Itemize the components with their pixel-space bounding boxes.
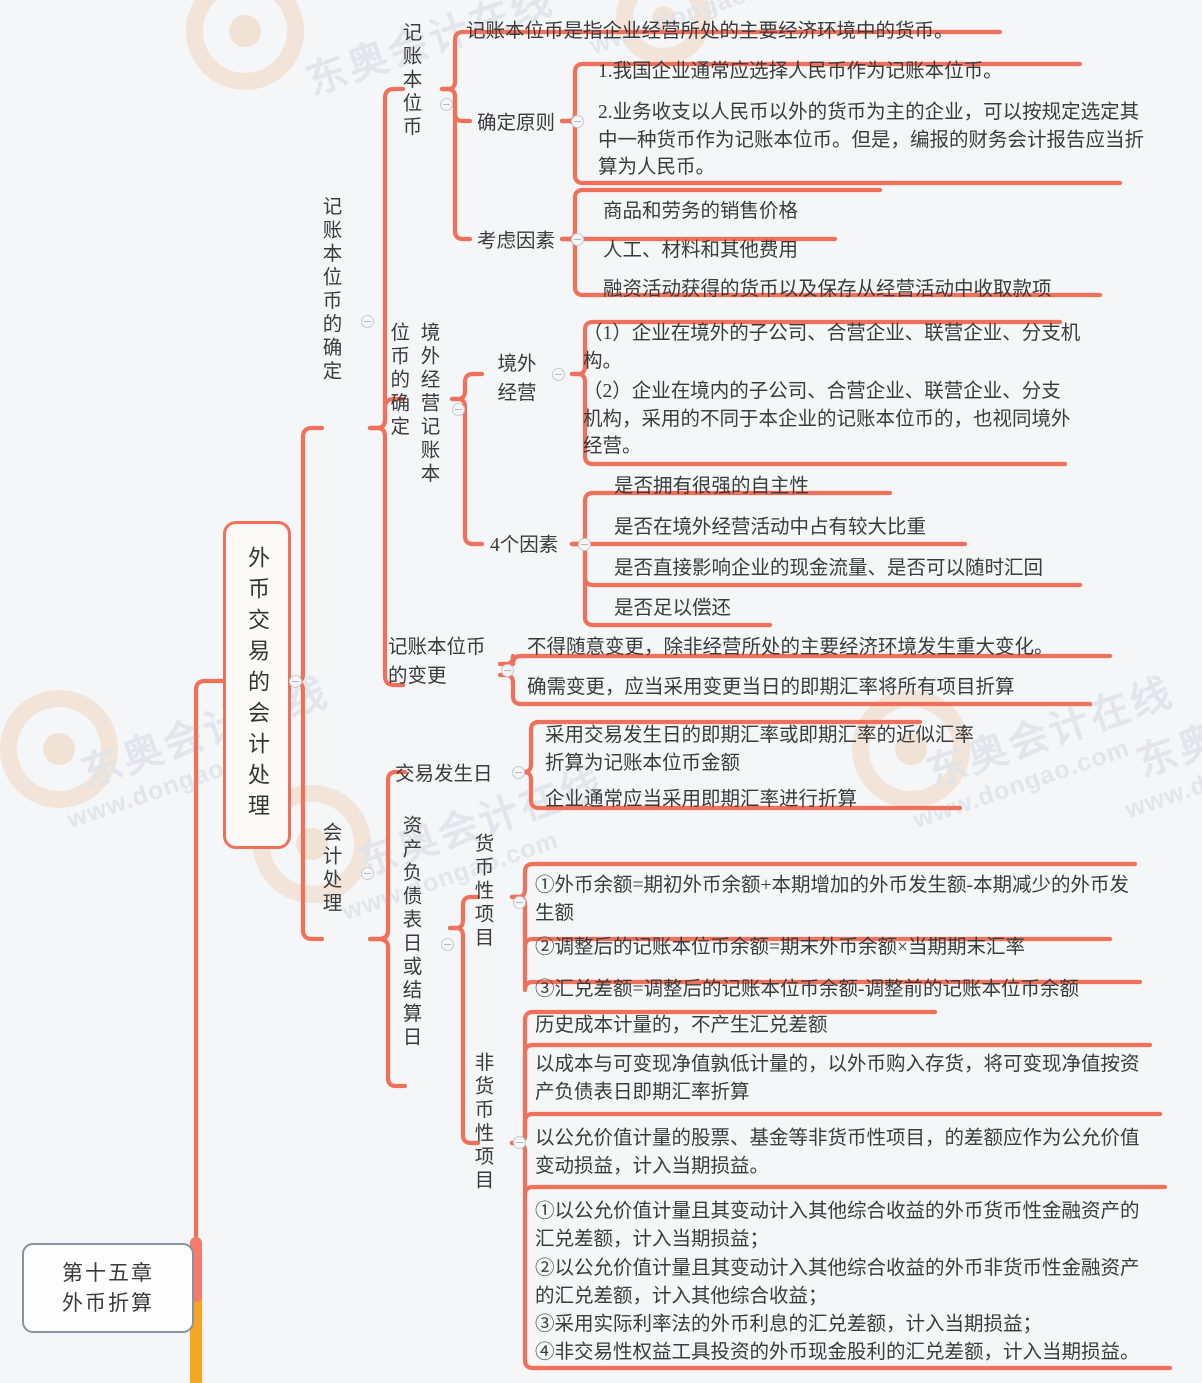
collapse-toggle-accounting[interactable]	[361, 867, 374, 880]
leaf-change-2[interactable]: 确需变更，应当采用变更当日的即期汇率将所有项目折算	[527, 677, 1015, 698]
central-topic-label: 外币交易的会计处理	[245, 545, 270, 825]
leaf-non-monetary-1[interactable]: 历史成本计量的，不产生汇兑差额	[535, 1015, 828, 1036]
leaf-overseas-1[interactable]: （1）企业在境外的子公司、合营企业、联营企业、分支机构。	[583, 323, 1081, 372]
dongao-ring-logo-icon	[186, 0, 304, 90]
collapse-toggle-principles[interactable]	[571, 115, 584, 128]
node-overseas-functional-currency[interactable]: 境外经营记账本位币的确定	[386, 322, 438, 487]
collapse-toggle-balance-sheet-date[interactable]	[441, 938, 454, 951]
leaf-transaction-2[interactable]: 企业通常应当采用即期汇率进行折算	[545, 789, 858, 810]
leaf-non-monetary-4[interactable]: ①以公允价值计量且其变动计入其他综合收益的外币货币性金融资产的汇兑差额，计入当期…	[535, 1201, 1140, 1364]
leaf-functional-currency-definition[interactable]: 记账本位币是指企业经营所处的主要经济环境中的货币。	[466, 21, 954, 42]
collapse-toggle-determination[interactable]	[361, 315, 374, 328]
node-balance-sheet-date[interactable]: 资产负债表日或结算日	[399, 815, 420, 1050]
collapse-toggle-four-factors[interactable]	[578, 538, 591, 551]
node-determination-principles[interactable]: 确定原则	[476, 113, 555, 134]
root-chapter-label: 第十五章 外币折算	[62, 1260, 154, 1315]
leaf-monetary-1[interactable]: ①外币余额=期初外币余额+本期增加的外币发生额-本期减少的外币发生额	[535, 875, 1129, 924]
collapse-toggle-central[interactable]	[289, 675, 302, 688]
node-accounting-treatment[interactable]: 会计处理	[319, 822, 340, 916]
central-topic-node[interactable]: 外币交易的会计处理	[223, 521, 291, 849]
node-monetary-items[interactable]: 货币性项目	[471, 833, 492, 951]
collapse-toggle-overseas-functional-currency[interactable]	[452, 403, 465, 416]
leaf-monetary-2[interactable]: ②调整后的记账本位币余额=期末外币余额×当期期末汇率	[535, 937, 1025, 958]
leaf-monetary-3[interactable]: ③汇兑差额=调整后的记账本位币余额-调整前的记账本位币余额	[535, 979, 1079, 1000]
leaf-factor-1[interactable]: 商品和劳务的销售价格	[603, 201, 799, 222]
leaf-factor-3[interactable]: 融资活动获得的货币以及保存从经营活动中收取款项	[603, 279, 1052, 300]
leaf-principle-1[interactable]: 1.我国企业通常应选择人民币作为记账本位币。	[598, 61, 1003, 82]
leaf-four-factor-3[interactable]: 是否直接影响企业的现金流量、是否可以随时汇回	[614, 558, 1044, 579]
collapse-toggle-transaction-date[interactable]	[512, 766, 525, 779]
watermark-brand: 东奥会计在线	[301, 0, 560, 104]
leaf-four-factor-2[interactable]: 是否在境外经营活动中占有较大比重	[614, 517, 927, 538]
root-chapter-node[interactable]: 第十五章 外币折算	[22, 1243, 194, 1333]
node-functional-currency[interactable]: 记账本位币	[399, 22, 420, 140]
leaf-four-factor-1[interactable]: 是否拥有很强的自主性	[614, 476, 810, 497]
node-overseas-operation[interactable]: 境外 经营	[497, 354, 537, 405]
leaf-overseas-2[interactable]: （2）企业在境内的子公司、合营企业、联营企业、分支机构，采用的不同于本企业的记账…	[583, 381, 1071, 458]
leaf-change-1[interactable]: 不得随意变更，除非经营所处的主要经济环境发生重大变化。	[527, 637, 1054, 658]
collapse-toggle-overseas-operation[interactable]	[552, 368, 565, 381]
leaf-four-factor-4[interactable]: 是否足以偿还	[614, 598, 732, 619]
collapse-toggle-monetary-items[interactable]	[513, 896, 526, 909]
watermark-brand: 东奥会计在线	[1131, 659, 1202, 786]
collapse-toggle-change-of-functional-currency[interactable]	[501, 664, 514, 677]
leaf-non-monetary-2[interactable]: 以成本与可变现净值孰低计量的，以外币购入存货，将可变现净值按资产负债表日即期汇率…	[535, 1054, 1140, 1103]
leaf-factor-2[interactable]: 人工、材料和其他费用	[603, 240, 799, 261]
node-considered-factors[interactable]: 考虑因素	[476, 231, 555, 252]
collapse-toggle-functional-currency[interactable]	[440, 98, 453, 111]
dongao-ring-logo-icon	[0, 690, 118, 808]
node-four-factors[interactable]: 4个因素	[490, 535, 559, 556]
collapse-toggle-factors[interactable]	[571, 233, 584, 246]
node-change-of-functional-currency[interactable]: 记账本位币的变更	[388, 637, 486, 688]
leaf-principle-2[interactable]: 2.业务收支以人民币以外的货币为主的企业，可以按规定选定其中一种货币作为记账本位…	[598, 102, 1145, 179]
leaf-non-monetary-3[interactable]: 以公允价值计量的股票、基金等非货币性项目，的差额应作为公允价值变动损益，计入当期…	[535, 1128, 1140, 1177]
node-determination-of-functional-currency[interactable]: 记账本位币的确定	[319, 196, 340, 384]
node-transaction-date[interactable]: 交易发生日	[395, 764, 493, 785]
collapse-toggle-non-monetary-items[interactable]	[513, 1136, 526, 1149]
node-non-monetary-items[interactable]: 非货币性项目	[471, 1052, 492, 1193]
watermark-url: www.dongao.com	[1121, 723, 1202, 825]
leaf-transaction-1[interactable]: 采用交易发生日的即期汇率或即期汇率的近似汇率折算为记账本位币金额	[545, 725, 975, 774]
